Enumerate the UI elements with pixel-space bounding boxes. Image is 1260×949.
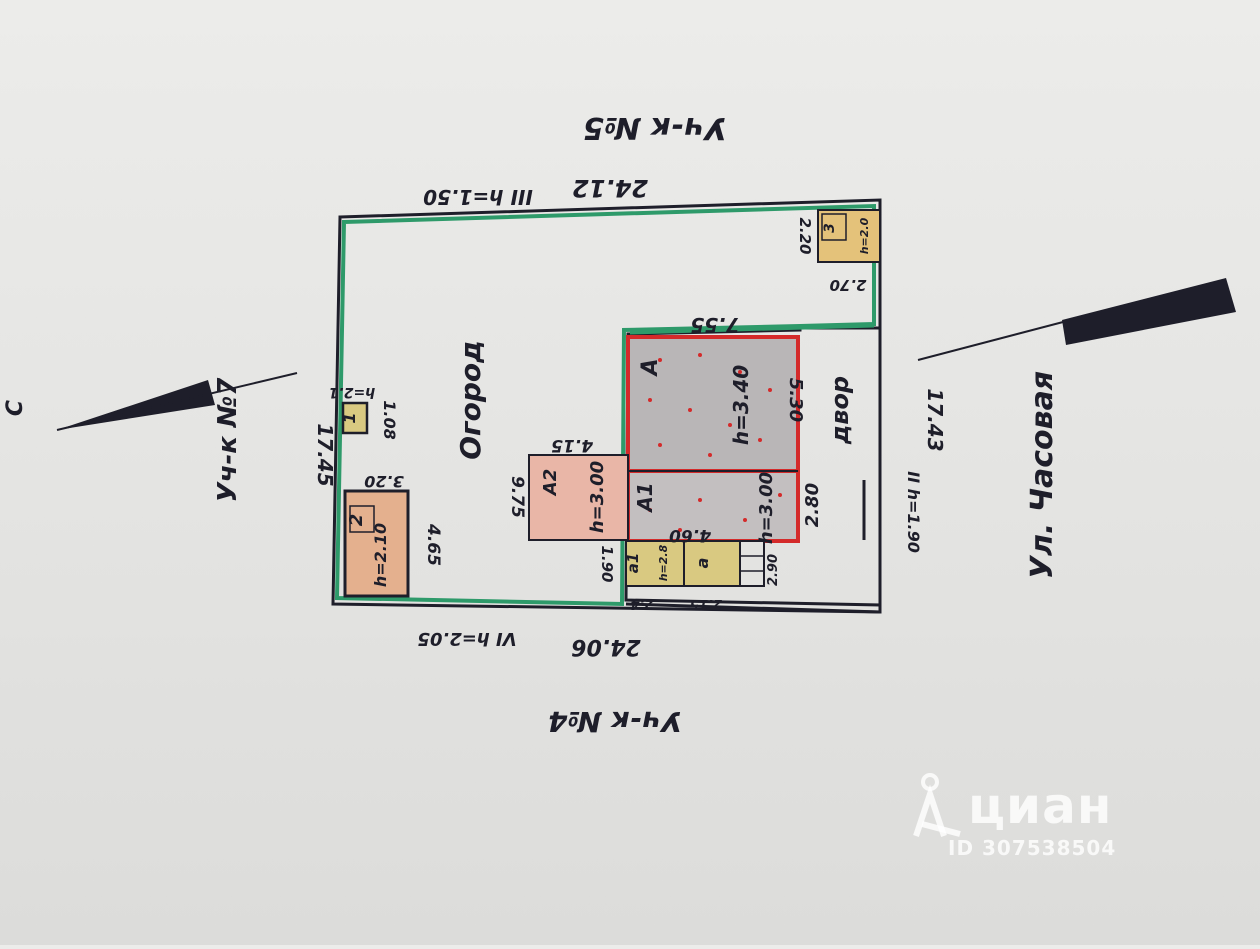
shed-2 [343,489,410,598]
porch [739,540,765,587]
dim-top-marker: III h=1.50 [423,185,533,209]
dim-bottom: 24.06 [571,634,641,659]
dim-left: 17.45 [313,423,337,486]
building-a1-label: А1 [633,482,657,513]
shed-2-label-box [349,505,375,533]
building-a2-label: А2 [540,469,561,497]
dim-bottom-marker: VI h=2.05 [417,628,516,649]
street-label: Ул. Часовая [1025,371,1060,579]
bottom-small-dims: 2.15 [690,596,722,611]
yard-court-label: двор [826,376,854,445]
dim-porch: 1.90 [598,545,616,582]
street-arrow-icon [1062,278,1236,345]
neighbor-left-label: Уч-к №7 [213,377,243,503]
building-a1-small-height: h=2.8 [657,544,670,581]
building-a2 [528,454,629,541]
dim-top: 24.12 [572,174,648,202]
neighbor-bottom-label: Уч-к №4 [548,705,682,738]
court-boundary-bottom [625,602,881,614]
building-a2-length: 9.75 [507,476,527,518]
building-a-height: h=3.40 [729,365,753,445]
neighbor-top-label: Уч-к №5 [583,110,727,145]
bottom-small-dim-left: 2.4 [630,596,653,611]
shed-2-width: 3.20 [364,472,403,491]
building-a-side: 5.30 [785,378,806,422]
watermark-id: ID 307538504 [948,836,1117,860]
building-a1-small [625,540,685,587]
shed-2-label: 2 [346,514,367,527]
building-a-label: А [638,358,663,377]
watermark-logo-row: циан [912,772,1152,840]
shed-3-label-box [821,213,847,241]
dim-right: 17.43 [923,388,947,451]
shed-1-height: h=2.1 [329,384,376,400]
building-a-small-label: а [693,558,712,569]
north-arrow-shaft [56,372,298,431]
building-a1-small-label: а1 [624,553,642,574]
court-boundary-green [629,324,875,335]
location-pin-icon [913,773,961,837]
building-a-hatch [648,353,782,532]
north-letter: С [3,400,28,416]
shed-3-length: 2.70 [829,276,866,294]
shed-2-length: 4.65 [423,523,443,566]
dim-right-marker: II h=1.90 [904,471,923,553]
shed-3-label: 3 [822,223,838,233]
shed-3 [817,209,881,263]
dim-notch-side: 2.80 [802,483,823,527]
watermark-brand: циан [968,777,1113,835]
building-a2-width: 4.15 [551,435,594,455]
shed-2-height: h=2.10 [371,523,390,587]
shed-1 [341,401,369,435]
building-a [626,335,800,473]
cian-watermark: циан ID 307538504 [912,772,1152,872]
building-a2-height: h=3.00 [587,461,608,533]
shed-1-size: 1.08 [380,400,399,439]
building-a-small-dim: 2.90 [766,554,781,586]
building-a1-height: h=3.00 [756,472,777,544]
yard-garden-label: Огород [454,340,487,460]
north-arrow-icon [57,380,215,430]
shed-3-width: 2.20 [796,217,814,254]
building-a1-side: 4.60 [669,525,712,545]
dim-notch-top: 7.55 [690,313,739,337]
shed-1-label: 1 [340,412,359,423]
shed-3-height: h=2.0 [858,217,871,254]
